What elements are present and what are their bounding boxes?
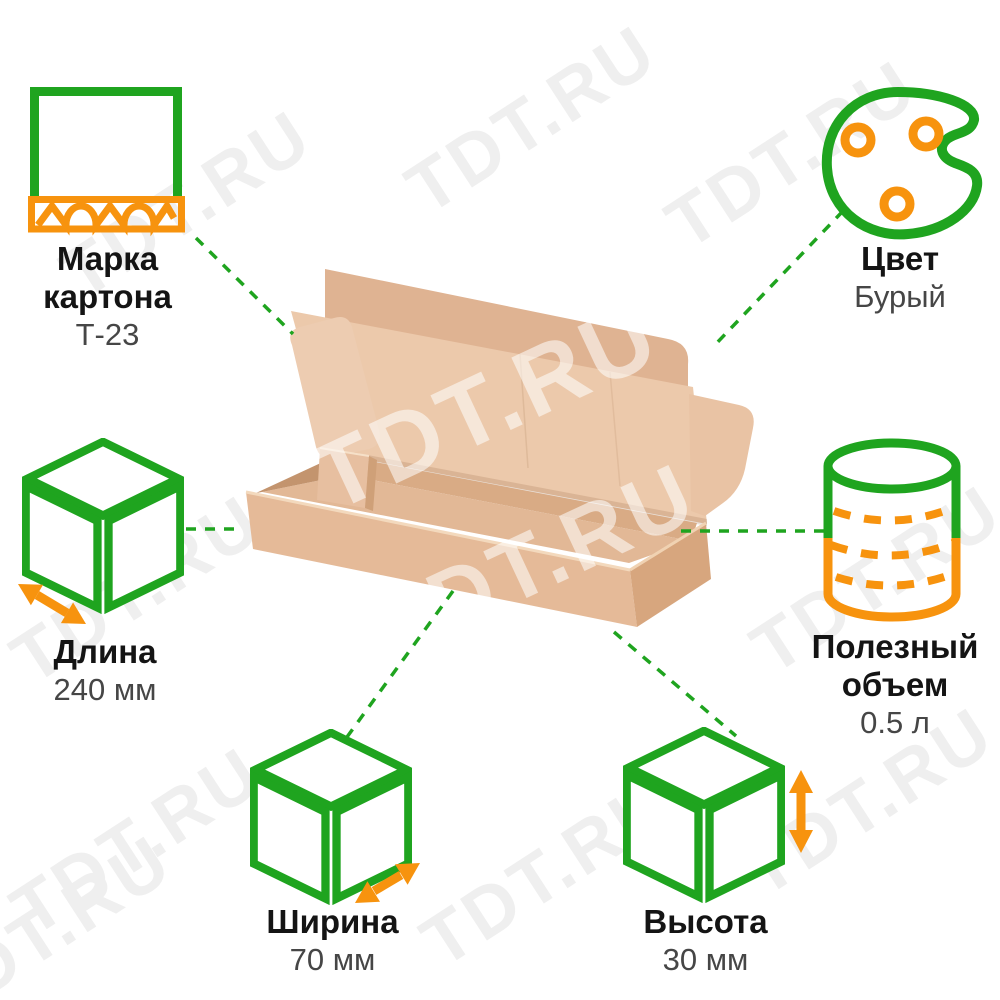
feature-length: Длина 240 мм xyxy=(5,633,205,708)
product-box-illustration xyxy=(245,269,754,627)
box-lid-panel xyxy=(291,311,707,524)
feature-label: Длина xyxy=(53,633,157,670)
box-crease xyxy=(609,371,621,487)
corrugated-cardboard-icon xyxy=(28,87,185,237)
feature-label: Цвет xyxy=(860,240,940,277)
box-rim-edge xyxy=(629,521,707,572)
height-cube-icon xyxy=(627,731,813,897)
feature-value: Т-23 xyxy=(75,317,140,352)
dashed-connector xyxy=(612,630,738,738)
box-inner-tab-side xyxy=(365,456,377,511)
box-inner-back-wall xyxy=(338,455,697,541)
feature-height: Высота 30 мм xyxy=(603,903,808,978)
length-cube-icon xyxy=(18,442,180,624)
box-left-flap xyxy=(290,317,380,458)
feature-label: Марка картона xyxy=(43,240,172,315)
box-fold-shadow xyxy=(330,448,707,526)
box-inner-tab xyxy=(317,448,369,508)
box-right-flap xyxy=(689,394,754,516)
feature-value: 0.5 л xyxy=(860,705,930,740)
width-arrow xyxy=(355,863,420,903)
feature-label: Полезный объем xyxy=(811,628,979,703)
feature-useful-volume: Полезный объем 0.5 л xyxy=(785,628,1000,741)
feature-label: Высота xyxy=(643,903,768,940)
palette-icon xyxy=(821,86,983,240)
connector-lines xyxy=(186,209,845,739)
watermark-text: TDT.RU xyxy=(393,10,671,230)
dashed-connector xyxy=(710,209,845,350)
length-arrow xyxy=(18,584,86,624)
feature-value: 70 мм xyxy=(289,942,376,977)
feature-value: 30 мм xyxy=(662,942,749,977)
box-front-wall xyxy=(246,492,637,627)
feature-color: Цвет Бурый xyxy=(795,240,1000,315)
volume-cylinder-icon xyxy=(823,438,961,622)
feature-label: Ширина xyxy=(266,903,399,940)
feature-value: Бурый xyxy=(854,279,946,314)
width-cube-icon xyxy=(254,733,420,903)
feature-value: 240 мм xyxy=(53,672,157,707)
dashed-connector xyxy=(194,236,295,336)
box-rim-edge xyxy=(245,490,631,572)
feature-width: Ширина 70 мм xyxy=(230,903,435,978)
box-crease xyxy=(519,353,529,469)
height-arrow xyxy=(789,770,813,853)
box-inner-tab-edge xyxy=(319,447,370,457)
feature-cardboard-grade: Марка картона Т-23 xyxy=(10,240,205,353)
box-right-wall xyxy=(630,523,711,627)
